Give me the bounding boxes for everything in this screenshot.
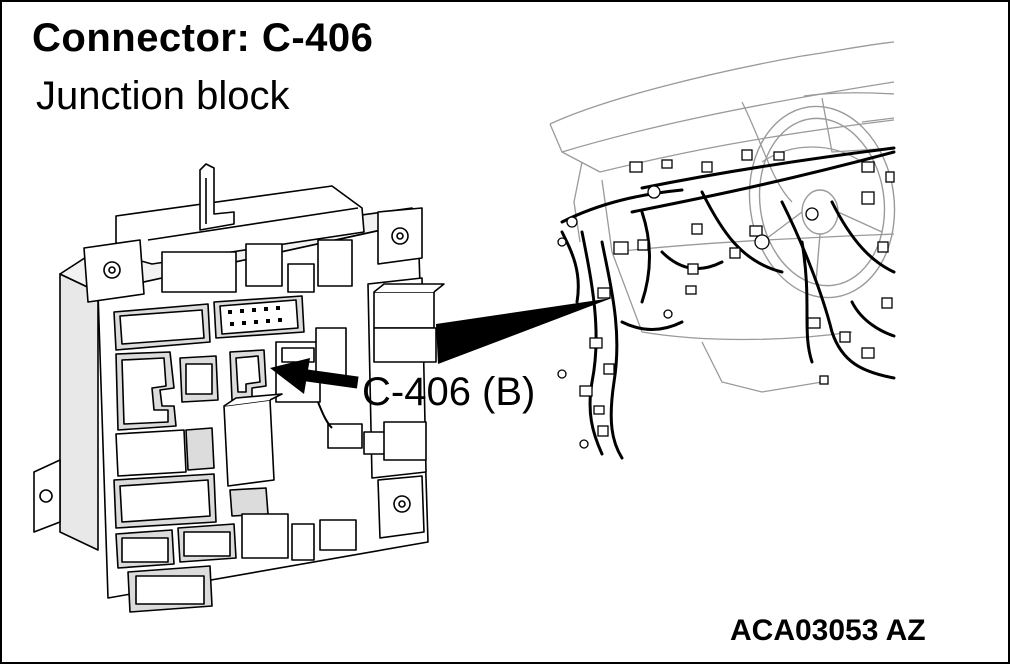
connector-callout-label: C-406 (B) bbox=[362, 370, 536, 414]
junction-block bbox=[33, 163, 445, 613]
figure-title: Connector: C-406 bbox=[32, 16, 374, 60]
harness-connectors bbox=[557, 149, 895, 449]
pigtail-wire bbox=[317, 401, 333, 429]
wiring-harness bbox=[560, 146, 896, 460]
figure-subtitle: Junction block bbox=[36, 74, 290, 118]
figure-code: ACA03053 AZ bbox=[730, 614, 926, 647]
callout-arrow bbox=[270, 358, 359, 394]
leader-wedge bbox=[436, 298, 612, 364]
steering-wheel bbox=[748, 105, 896, 299]
